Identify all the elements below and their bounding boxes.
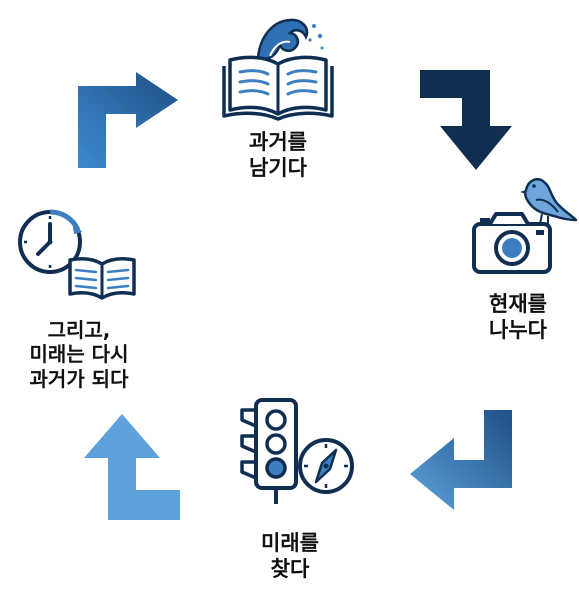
label-line: 그리고, — [47, 318, 111, 342]
node-present-label: 현재를 나누다 — [458, 292, 578, 343]
camera-with-bird-icon — [472, 178, 578, 274]
label-line: 남기다 — [249, 155, 307, 180]
node-future-label: 미래를 찾다 — [230, 531, 350, 582]
label-line: 미래는 다시 — [29, 342, 129, 367]
book-with-wave-icon — [222, 18, 334, 121]
node-again-label: 그리고, 미래는 다시 과거가 되다 — [0, 318, 158, 391]
label-line: 나누다 — [489, 317, 547, 342]
label-line: 미래를 — [261, 531, 319, 555]
node-past-label: 과거를 남기다 — [218, 130, 338, 181]
arrow-past-to-present — [420, 70, 512, 170]
label-line: 과거를 — [249, 130, 307, 154]
arrow-present-to-future — [410, 410, 512, 510]
clock-and-book-icon — [18, 209, 136, 300]
label-line: 현재를 — [489, 292, 547, 316]
arrow-again-to-past — [78, 72, 178, 168]
label-line: 찾다 — [270, 556, 310, 581]
arrow-future-to-again — [84, 414, 180, 520]
label-line: 과거가 되다 — [29, 366, 129, 391]
traffic-light-and-compass-icon — [240, 398, 354, 504]
